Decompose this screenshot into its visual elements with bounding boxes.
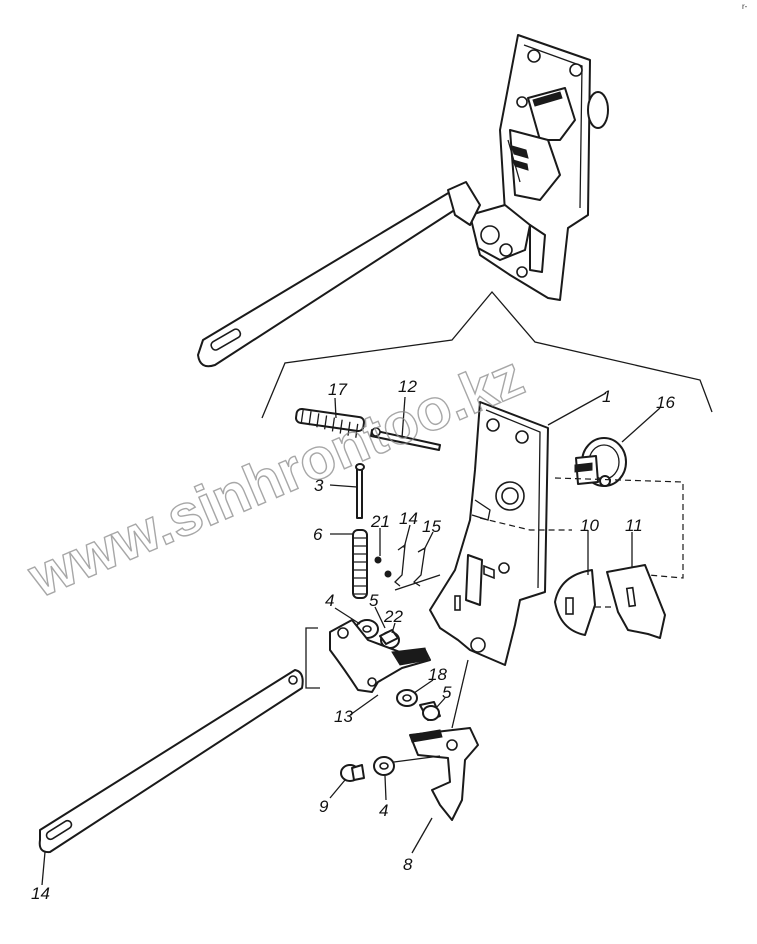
callout-1: 1	[602, 387, 611, 406]
callout-3: 3	[314, 476, 324, 495]
callout-13: 13	[334, 707, 353, 726]
washer-18	[396, 689, 418, 707]
callout-4-bottom: 4	[379, 801, 388, 820]
lever-8	[409, 727, 479, 821]
lock-plate-1	[429, 401, 549, 666]
assembled-lock-mechanism	[197, 34, 609, 368]
callout-17: 17	[328, 380, 347, 399]
washer-4-bottom	[373, 756, 395, 776]
lever-11	[606, 564, 666, 639]
guide-line-bottom	[393, 755, 441, 763]
spring-6	[352, 529, 368, 599]
explode-bracket	[261, 290, 713, 419]
leader-lines	[41, 392, 661, 886]
callout-21: 21	[370, 512, 390, 531]
callout-16: 16	[656, 393, 675, 412]
connection-line-8	[451, 659, 469, 729]
pin-3	[355, 463, 365, 519]
clip-14	[394, 543, 406, 587]
bracket-13	[305, 627, 320, 689]
corner-mark: r-	[742, 2, 748, 11]
guide-line	[394, 574, 441, 591]
callout-10: 10	[580, 516, 599, 535]
callout-14-rod: 14	[31, 884, 50, 903]
callout-8: 8	[403, 855, 413, 874]
rod-14	[38, 669, 304, 854]
callout-15: 15	[422, 517, 441, 536]
callout-14-clip: 14	[399, 509, 418, 528]
callout-4-top: 4	[325, 591, 334, 610]
small-clip-21	[374, 556, 392, 578]
bolt-5-top	[379, 629, 400, 649]
callout-labels: 1 16 17 12 3 6 21 14 15 10 11 4 5 22 13 …	[31, 377, 675, 903]
callout-9: 9	[319, 797, 329, 816]
cam-10	[554, 569, 596, 636]
callout-6: 6	[313, 525, 323, 544]
callout-22: 22	[383, 607, 403, 626]
callout-12: 12	[398, 377, 417, 396]
assembly-dash-line	[479, 477, 684, 608]
bolt-9	[340, 764, 365, 782]
lever-13	[329, 619, 431, 693]
callout-11: 11	[625, 516, 643, 535]
callout-18: 18	[428, 665, 447, 684]
bolt-5-bottom	[419, 701, 441, 721]
callout-5-top: 5	[369, 591, 379, 610]
spring-17	[295, 407, 365, 438]
handle-knob-16	[574, 437, 627, 487]
callout-5-bottom: 5	[442, 683, 452, 702]
pin-12	[370, 427, 441, 451]
